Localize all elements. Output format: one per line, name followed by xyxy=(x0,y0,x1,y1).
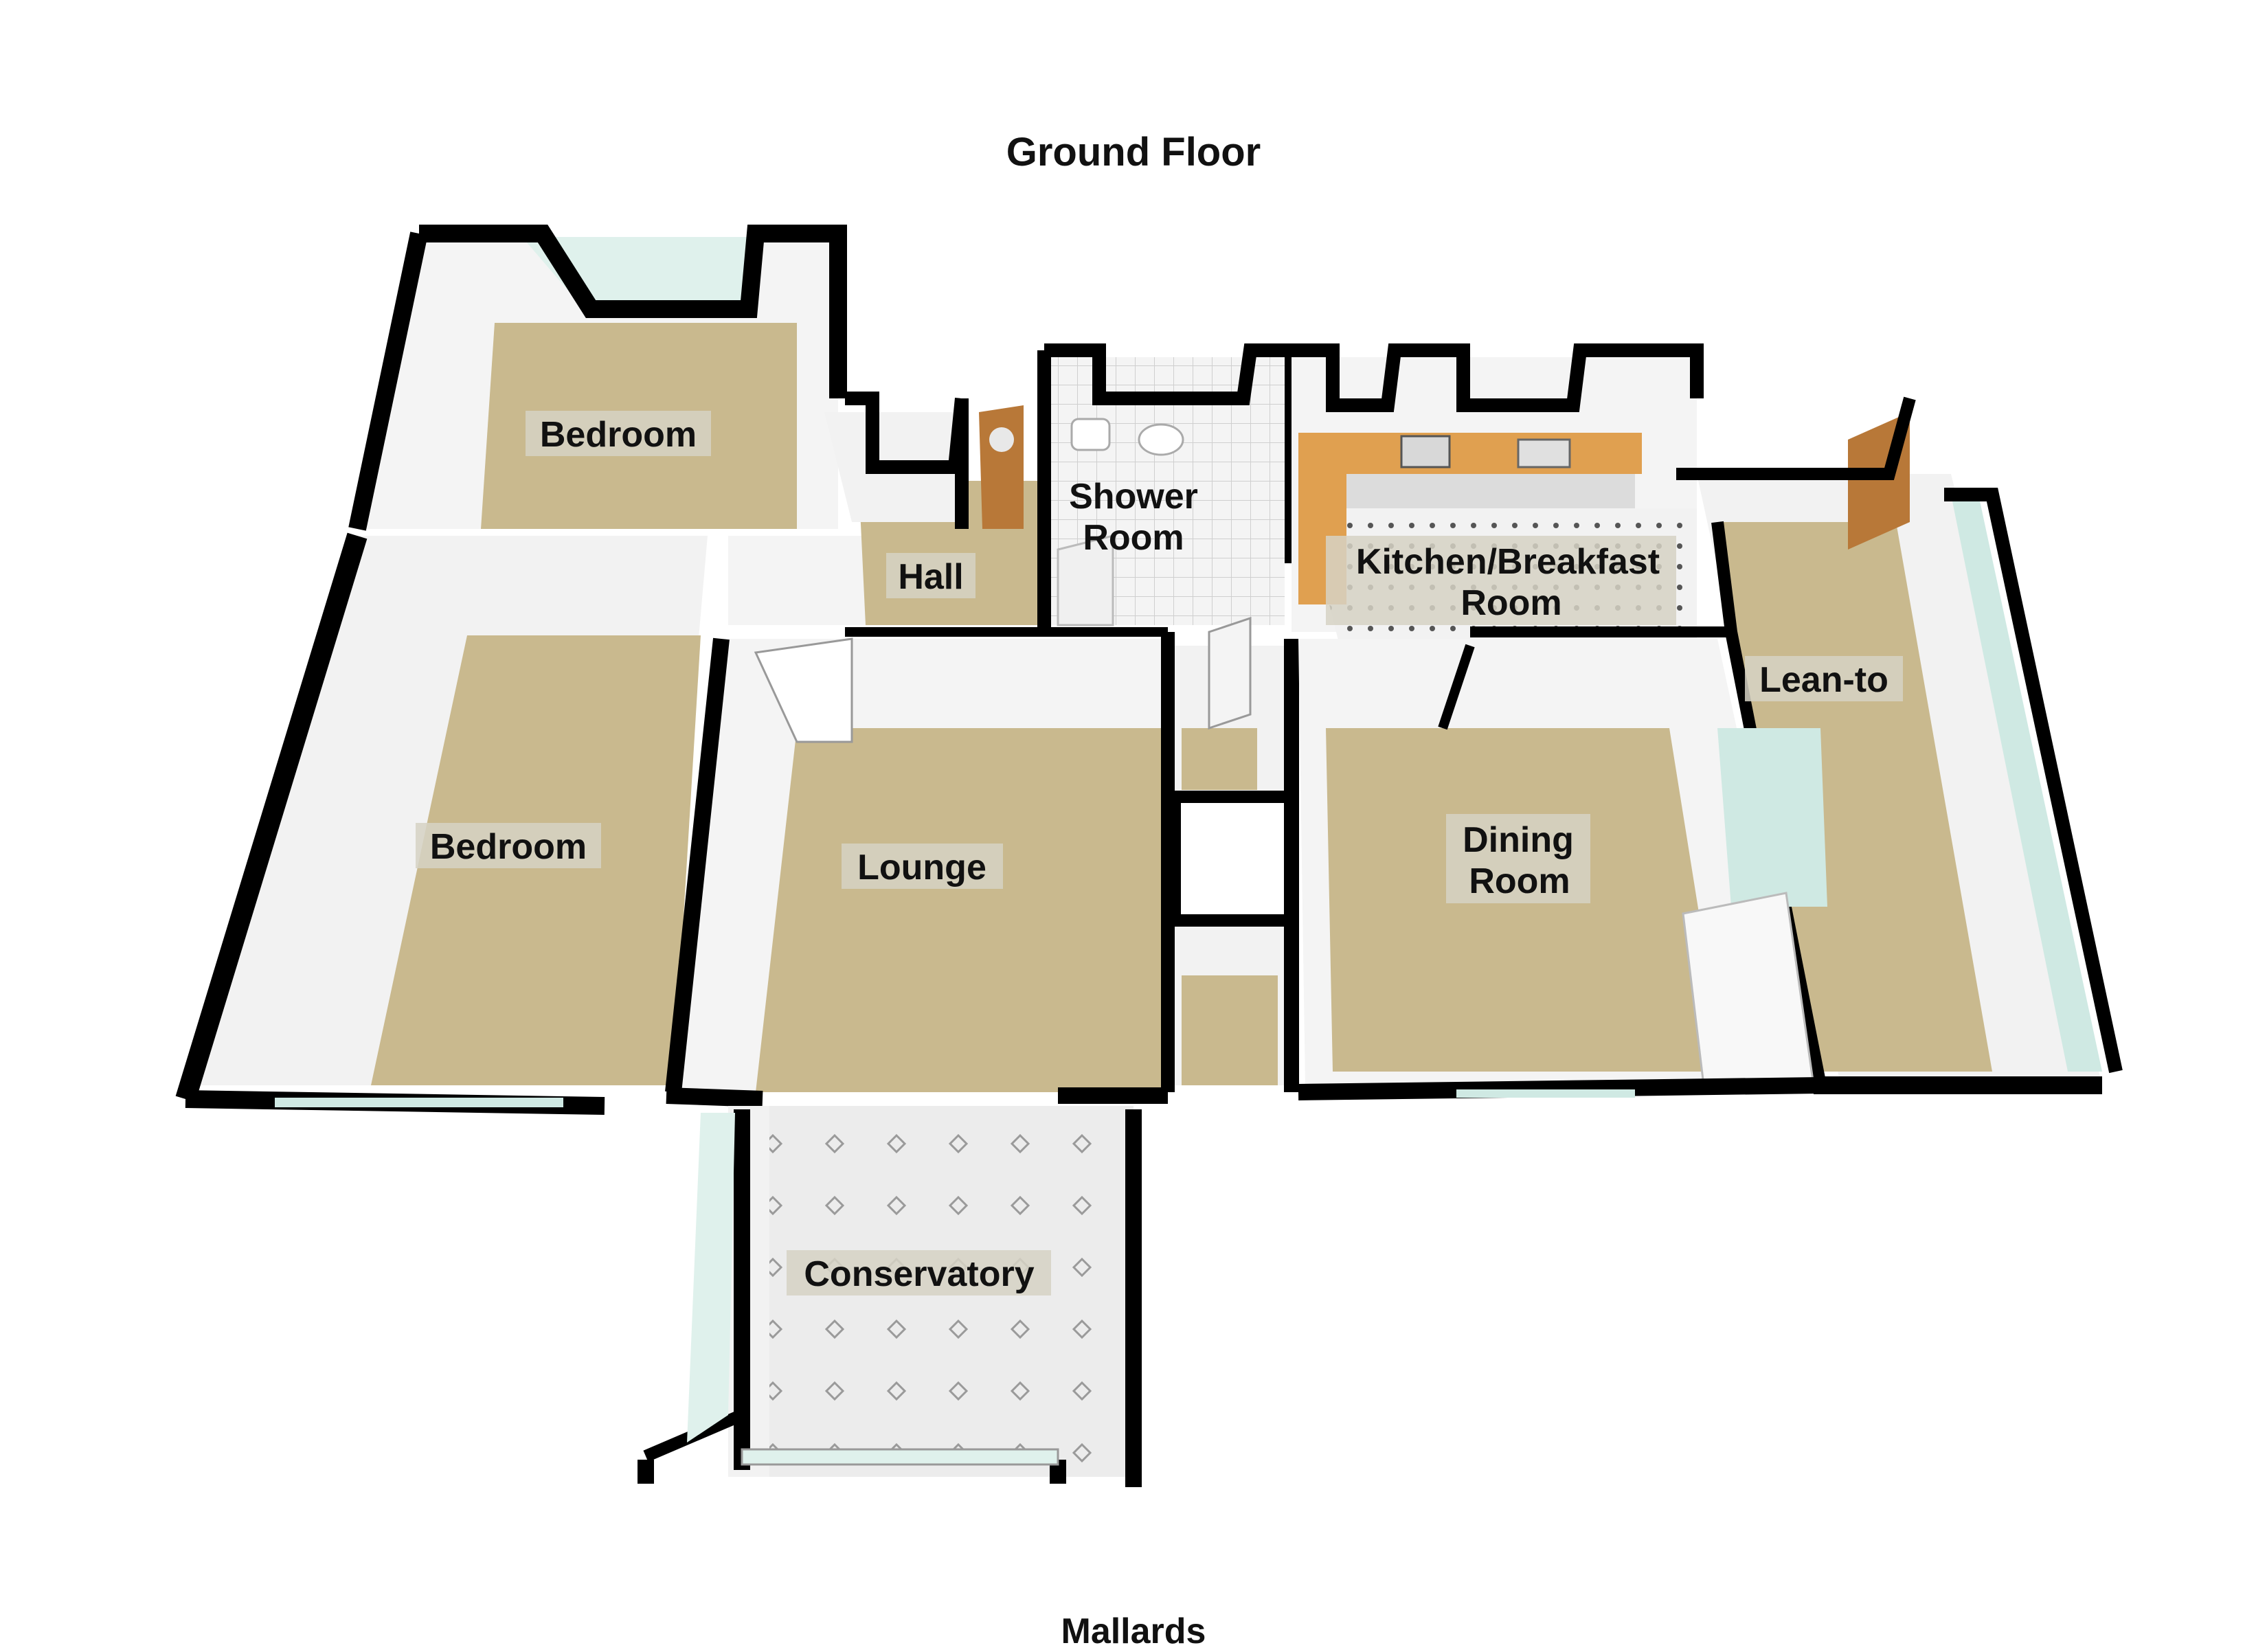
toilet-icon xyxy=(1070,418,1111,451)
shower-door xyxy=(1057,534,1114,626)
storage-cupboards xyxy=(1169,616,1299,1092)
label-conservatory: Conservatory xyxy=(804,1254,1034,1294)
room-labels: Bedroom Hall Shower Room Kitchen/Breakfa… xyxy=(416,411,1903,1295)
lean-to-glazing xyxy=(1951,495,2102,1072)
label-dining-room-line1: Dining xyxy=(1463,820,1574,860)
label-bedroom-left: Bedroom xyxy=(430,827,587,867)
label-shower-room-line2: Room xyxy=(1083,518,1184,558)
label-lounge: Lounge xyxy=(857,848,986,887)
label-kitchen-line2: Room xyxy=(1460,583,1561,623)
basin-icon xyxy=(1138,423,1184,456)
label-dining-room-line2: Room xyxy=(1469,861,1570,901)
lounge-door-glazed xyxy=(754,637,853,743)
dining-room-window xyxy=(1456,1089,1635,1098)
bedroom-left xyxy=(175,532,708,1115)
conservatory-glazing-left xyxy=(687,1113,735,1442)
conservatory xyxy=(638,1106,1142,1487)
bedroom-top xyxy=(348,225,847,531)
plan-caption: Mallards xyxy=(1061,1611,1206,1651)
plan-title: Ground Floor xyxy=(1006,130,1261,174)
front-door xyxy=(979,405,1024,529)
conservatory-doors xyxy=(741,1448,1059,1466)
label-lean-to: Lean-to xyxy=(1759,660,1888,700)
sink-icon xyxy=(1517,438,1571,468)
hob-icon xyxy=(1400,435,1451,468)
bedroom-left-window xyxy=(275,1098,563,1107)
label-kitchen-line1: Kitchen/Breakfast xyxy=(1356,542,1660,582)
kitchen-units xyxy=(1346,474,1635,508)
cupboard-door xyxy=(1208,616,1252,730)
front-door-glass xyxy=(989,427,1014,452)
dining-room-glazing xyxy=(1717,728,1827,907)
shower-room xyxy=(1037,343,1298,632)
label-shower-room-line1: Shower xyxy=(1069,477,1198,517)
label-bedroom-top: Bedroom xyxy=(540,415,697,455)
label-hall: Hall xyxy=(898,557,963,597)
